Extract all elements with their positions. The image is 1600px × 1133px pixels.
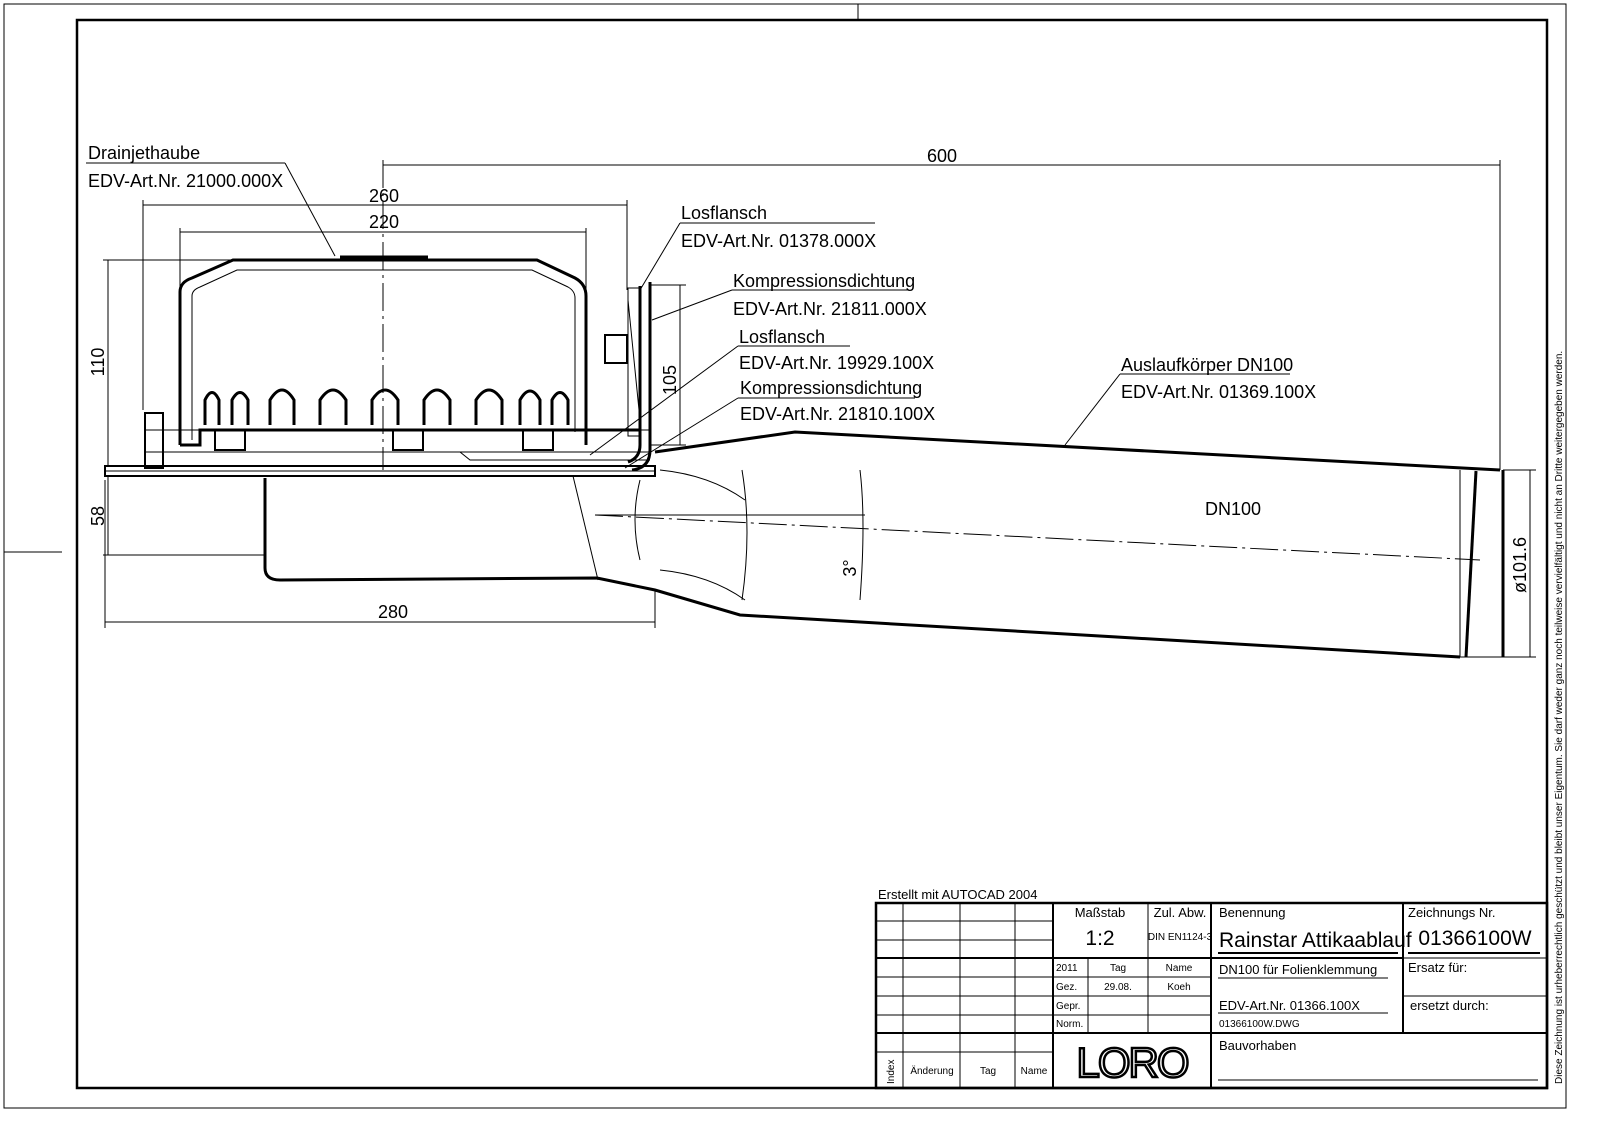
rev-day-label: Tag — [980, 1066, 996, 1077]
scale-label: Maßstab — [1075, 905, 1126, 920]
copyright-note: Diese Zeichnung ist urheberrechtlich ges… — [1554, 351, 1565, 1084]
svg-text:EDV-Art.Nr. 21811.000X: EDV-Art.Nr. 21811.000X — [733, 299, 927, 319]
dim-260: 260 — [369, 186, 399, 206]
drawn-label: Gez. — [1056, 982, 1077, 993]
tolerance-label: Zul. Abw. — [1154, 905, 1207, 920]
name-label: Benennung — [1219, 905, 1286, 920]
norm-label: Norm. — [1056, 1019, 1083, 1030]
dim-angle: 3° — [840, 559, 860, 576]
svg-text:EDV-Art.Nr. 19929.100X: EDV-Art.Nr. 19929.100X — [739, 353, 934, 373]
file-name: 01366100W.DWG — [1219, 1019, 1300, 1030]
svg-text:Losflansch: Losflansch — [681, 203, 767, 223]
replaced-by-label: ersetzt durch: — [1410, 998, 1489, 1013]
svg-text:Auslaufkörper DN100: Auslaufkörper DN100 — [1121, 355, 1293, 375]
svg-text:EDV-Art.Nr. 01378.000X: EDV-Art.Nr. 01378.000X — [681, 231, 876, 251]
part-label-kompressionsdichtung-1: Kompressionsdichtung EDV-Art.Nr. 21811.0… — [733, 271, 927, 319]
dim-220: 220 — [369, 212, 399, 232]
svg-text:Drainjethaube: Drainjethaube — [88, 143, 200, 163]
rev-name-label: Name — [1021, 1066, 1048, 1077]
drawing-frame — [75, 18, 1549, 1090]
svg-text:EDV-Art.Nr. 01369.100X: EDV-Art.Nr. 01369.100X — [1121, 382, 1316, 402]
subtitle: DN100 für Folienklemmung — [1219, 962, 1377, 977]
centerline-pipe — [594, 514, 1481, 561]
tolerance-value: DIN EN1124-3 — [1148, 932, 1213, 943]
drawn-name: Koeh — [1167, 982, 1190, 993]
dim-diameter: ø101.6 — [1510, 537, 1530, 593]
drawing-name: Rainstar Attikaablauf — [1219, 929, 1412, 952]
art-no: EDV-Art.Nr. 01366.100X — [1219, 998, 1360, 1013]
svg-text:Losflansch: Losflansch — [739, 327, 825, 347]
part-label-kompressionsdichtung-2: Kompressionsdichtung EDV-Art.Nr. 21810.1… — [740, 378, 935, 424]
checked-label: Gepr. — [1056, 1001, 1080, 1012]
outer-frame — [3, 3, 1567, 1109]
drawing-no-label: Zeichnungs Nr. — [1408, 905, 1495, 920]
svg-text:EDV-Art.Nr. 21000.000X: EDV-Art.Nr. 21000.000X — [88, 171, 283, 191]
svg-text:Kompressionsdichtung: Kompressionsdichtung — [733, 271, 915, 291]
pipe-label: DN100 — [1205, 499, 1261, 519]
dim-58: 58 — [88, 506, 108, 526]
day-label: Tag — [1110, 963, 1126, 974]
year: 2011 — [1056, 963, 1078, 974]
dimensions — [103, 160, 1536, 658]
svg-text:Kompressionsdichtung: Kompressionsdichtung — [740, 378, 922, 398]
svg-text:EDV-Art.Nr. 21810.100X: EDV-Art.Nr. 21810.100X — [740, 404, 935, 424]
loro-logo: LORO — [1076, 1039, 1187, 1086]
drawing-no: 01366100W — [1418, 927, 1531, 950]
dim-600: 600 — [927, 146, 957, 166]
part-label-drainjethaube: Drainjethaube EDV-Art.Nr. 21000.000X — [88, 143, 283, 191]
part-label-losflansch-1: Losflansch EDV-Art.Nr. 01378.000X — [681, 203, 876, 251]
part-label-auslaufkoerper: Auslaufkörper DN100 EDV-Art.Nr. 01369.10… — [1121, 355, 1316, 402]
flange-assembly — [104, 282, 656, 477]
rev-change-label: Änderung — [910, 1065, 953, 1077]
name-col-label: Name — [1166, 963, 1193, 974]
replaces-label: Ersatz für: — [1408, 960, 1467, 975]
rev-index-label: Index — [886, 1060, 897, 1084]
project-label: Bauvorhaben — [1219, 1038, 1296, 1053]
dim-105: 105 — [660, 365, 680, 395]
part-label-losflansch-2: Losflansch EDV-Art.Nr. 19929.100X — [739, 327, 934, 373]
drawn-date: 29.08. — [1104, 982, 1132, 993]
dim-280: 280 — [378, 602, 408, 622]
outlet-body — [263, 430, 1505, 659]
created-with-note: Erstellt mit AUTOCAD 2004 — [878, 887, 1037, 902]
title-block — [874, 901, 1549, 1090]
scale-value: 1:2 — [1085, 927, 1114, 950]
leader-lines — [86, 162, 1290, 469]
drainjet-hood — [178, 255, 640, 447]
dim-110: 110 — [88, 348, 108, 377]
